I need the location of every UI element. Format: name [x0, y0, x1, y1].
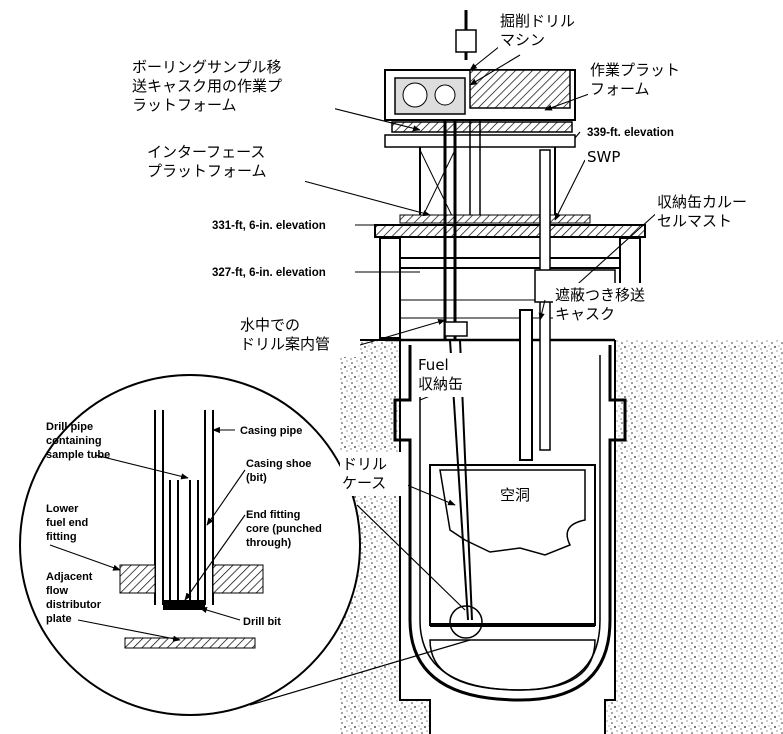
label-underwater-guide: 水中でのドリル案内管	[240, 316, 330, 353]
label-drill-bit: Drill bit	[243, 616, 281, 628]
label-cavity: 空洞	[500, 486, 530, 504]
label-elev-327: 327-ft, 6-in. elevation	[212, 267, 326, 279]
label-casing-shoe: Casing shoe (bit)	[246, 458, 311, 484]
label-line: End fitting	[246, 509, 300, 521]
label-line: fitting	[46, 531, 77, 543]
label-shielded-cask: 遮蔽つき移送キャスク	[555, 286, 645, 323]
label-drill-pipe: Drill pipe containing sample tube	[46, 421, 110, 461]
label-line: (bit)	[246, 472, 267, 484]
reactor-vessel	[393, 345, 627, 702]
labels-jp: 掘削ドリルマシン ボーリングサンプル移送キャスク用の作業プラットフォーム 作業プ…	[130, 10, 780, 504]
label-line: fuel end	[46, 517, 88, 529]
label-line: マシン	[500, 31, 545, 49]
label-line: 遮蔽つき移送	[555, 286, 645, 304]
label-line: ドリル	[342, 455, 387, 473]
label-line: 水中での	[240, 316, 300, 334]
label-line: 送キャスク用の作業プ	[132, 77, 282, 95]
label-line: Adjacent	[46, 571, 93, 583]
label-line: sample tube	[46, 449, 110, 461]
label-work-platform: 作業プラットフォーム	[590, 61, 680, 98]
label-boring-cask-platform: ボーリングサンプル移送キャスク用の作業プラットフォーム	[132, 58, 282, 114]
label-line: ボーリングサンプル移	[132, 58, 282, 76]
label-line: キャスク	[555, 305, 615, 323]
label-swp: SWP	[587, 148, 620, 166]
label-canister-carousel-mast: 収納缶カルーセルマスト	[657, 193, 747, 230]
label-line: distributor	[46, 599, 102, 611]
label-elev-331: 331-ft, 6-in. elevation	[212, 220, 326, 232]
label-line: core (punched	[246, 523, 322, 535]
inset-leader-top	[356, 504, 466, 611]
label-line: ラットフォーム	[132, 96, 237, 114]
label-casing-pipe: Casing pipe	[240, 425, 302, 437]
label-line: Drill pipe	[46, 421, 93, 433]
magnified-spot	[449, 605, 483, 639]
label-line: プラットフォーム	[147, 162, 267, 180]
label-adjacent-flow: Adjacent flow distributor plate	[46, 571, 102, 625]
label-line: フォーム	[590, 80, 650, 98]
label-line: 掘削ドリル	[500, 12, 575, 30]
label-line: 収納缶カルー	[657, 193, 747, 211]
label-line: インターフェース	[147, 143, 265, 161]
label-drill-machine: 掘削ドリルマシン	[500, 12, 575, 49]
label-line: flow	[46, 585, 68, 597]
label-line: Fuel	[418, 356, 449, 374]
inset-detail	[19, 374, 483, 716]
label-lower-fuel-end: Lower fuel end fitting	[46, 503, 88, 543]
label-line: through)	[246, 537, 292, 549]
drilling-rig	[384, 10, 616, 621]
label-interface-platform: インターフェースプラットフォーム	[147, 143, 267, 180]
label-line: Lower	[46, 503, 79, 515]
label-line: containing	[46, 435, 102, 447]
inset-leader-bottom	[249, 639, 471, 706]
label-drill-case: ドリルケース	[342, 455, 387, 492]
concrete-shield	[340, 339, 783, 734]
label-line: ドリル案内管	[240, 335, 330, 353]
labels-inset: Drill pipe containing sample tube Casing p…	[46, 421, 322, 628]
label-line: plate	[46, 613, 72, 625]
label-end-fitting-core: End fitting core (punched through)	[246, 509, 322, 549]
label-line: 収納缶	[418, 375, 463, 393]
label-line: 作業プラット	[590, 61, 680, 79]
label-elev-339: 339-ft. elevation	[587, 127, 674, 139]
label-line: ケース	[342, 474, 386, 492]
label-line: Casing shoe	[246, 458, 311, 470]
label-line: セルマスト	[657, 212, 732, 230]
